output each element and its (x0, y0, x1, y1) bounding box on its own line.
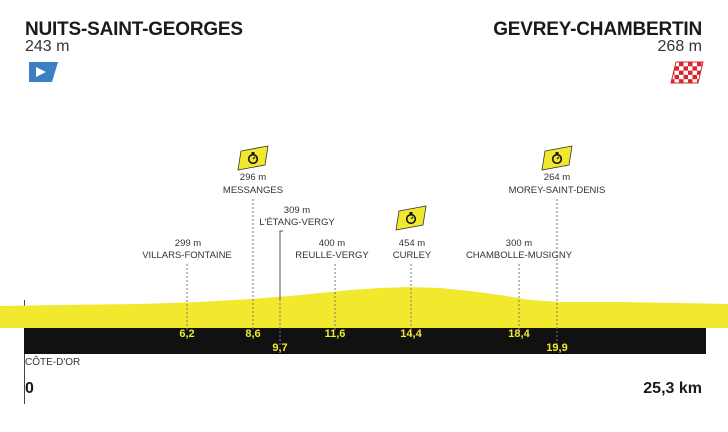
point-altitude: 400 m (319, 238, 345, 249)
point-km: 19,9 (546, 342, 567, 354)
start-altitude: 243 m (25, 38, 70, 55)
point-altitude: 300 m (506, 238, 532, 249)
distance-start: 0 (25, 380, 34, 397)
finish-checkered-flag-icon (670, 61, 704, 84)
stopwatch-icon (395, 205, 427, 231)
point-km: 8,6 (245, 328, 260, 340)
elevation-profile (0, 287, 728, 328)
point-altitude: 264 m (544, 172, 570, 183)
stopwatch-icon (237, 145, 269, 171)
region-label: CÔTE-D'OR (25, 357, 81, 368)
point-name: VILLARS-FONTAINE (142, 250, 232, 261)
point-name: REULLE-VERGY (295, 250, 369, 261)
finish-altitude: 268 m (657, 38, 702, 55)
point-km: 18,4 (508, 328, 530, 340)
finish-town-name: GEVREY-CHAMBERTIN (493, 19, 702, 40)
start-flag-icon (29, 62, 58, 82)
point-km: 11,6 (325, 328, 346, 340)
point-km: 9,7 (272, 342, 287, 354)
point-name: L'ÉTANG-VERGY (259, 217, 335, 228)
point-name: CURLEY (393, 250, 432, 261)
point-altitude: 299 m (175, 238, 201, 249)
stopwatch-icon (541, 145, 573, 171)
point-km: 6,2 (179, 328, 194, 340)
distance-end: 25,3 km (643, 380, 702, 397)
point-km: 14,4 (400, 328, 422, 340)
point-altitude: 296 m (240, 172, 266, 183)
point-name: MOREY-SAINT-DENIS (509, 185, 606, 196)
start-town-name: NUITS-SAINT-GEORGES (25, 19, 243, 40)
point-name: MESSANGES (223, 185, 283, 196)
point-altitude: 309 m (284, 205, 310, 216)
point-name: CHAMBOLLE-MUSIGNY (466, 250, 573, 261)
marker-leader-line (279, 230, 283, 299)
point-altitude: 454 m (399, 238, 425, 249)
distance-band (24, 328, 706, 354)
